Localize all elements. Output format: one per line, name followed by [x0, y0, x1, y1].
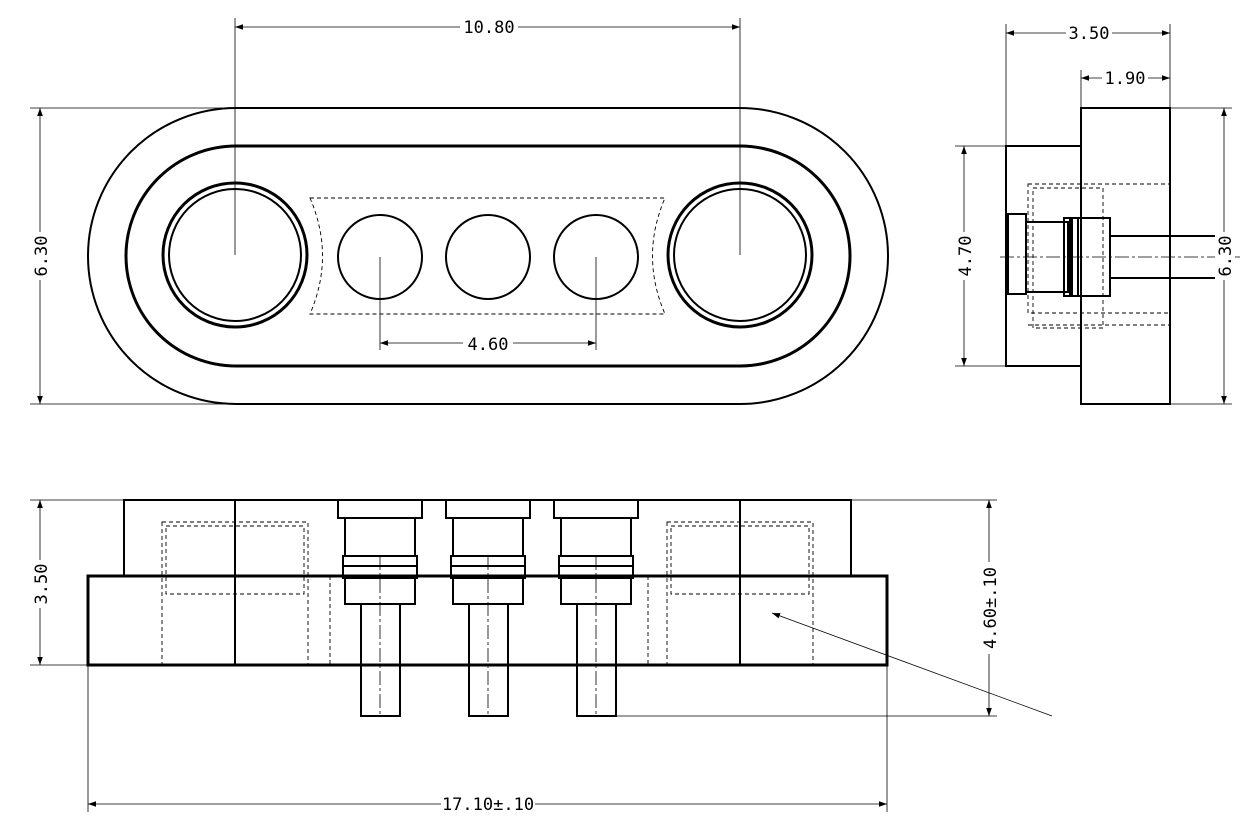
- front-hidden-post-left: [161, 521, 309, 666]
- top-view: 10.80 4.60 6.30: [30, 16, 889, 405]
- side-height-label: 6.30: [1216, 236, 1236, 277]
- top-outer-outline: [87, 107, 889, 405]
- front-pin-1: [337, 499, 423, 717]
- front-upper-body: [123, 499, 852, 577]
- top-pitch-label: 4.60: [468, 335, 509, 355]
- side-contact-head: [1007, 213, 1027, 295]
- side-flange-body: [1080, 107, 1171, 405]
- side-hidden-pocket-2: [1032, 187, 1104, 329]
- front-pin-2: [445, 499, 531, 717]
- side-hidden-pocket-1: [1027, 183, 1171, 314]
- front-base: [86, 574, 889, 667]
- front-leader-arrow: [771, 612, 1053, 717]
- front-body-height-label: 3.50: [32, 564, 52, 605]
- front-hidden-post-right: [666, 521, 814, 666]
- top-hidden-pin-pocket: [309, 197, 666, 315]
- front-view: 3.50 4.60±.10 17.10±.10: [30, 499, 1053, 815]
- top-inner-outline: [124, 144, 852, 368]
- top-height-label: 6.30: [32, 236, 52, 277]
- front-hidden-post-right-top: [670, 525, 810, 595]
- front-pin-3: [553, 499, 639, 717]
- top-width-label: 10.80: [463, 18, 514, 38]
- front-total-width-label: 17.10±.10: [442, 795, 534, 815]
- front-pin-length-label: 4.60±.10: [981, 567, 1001, 649]
- side-view: 3.50 1.90 4.70 6.30: [955, 23, 1240, 405]
- front-hidden-post-left-top: [165, 525, 305, 595]
- side-main-body: [1005, 145, 1082, 367]
- side-width-label: 3.50: [1069, 24, 1110, 44]
- side-inner-height-label: 4.70: [956, 236, 976, 277]
- side-flange-label: 1.90: [1105, 69, 1146, 89]
- top-pin-2: [445, 214, 531, 300]
